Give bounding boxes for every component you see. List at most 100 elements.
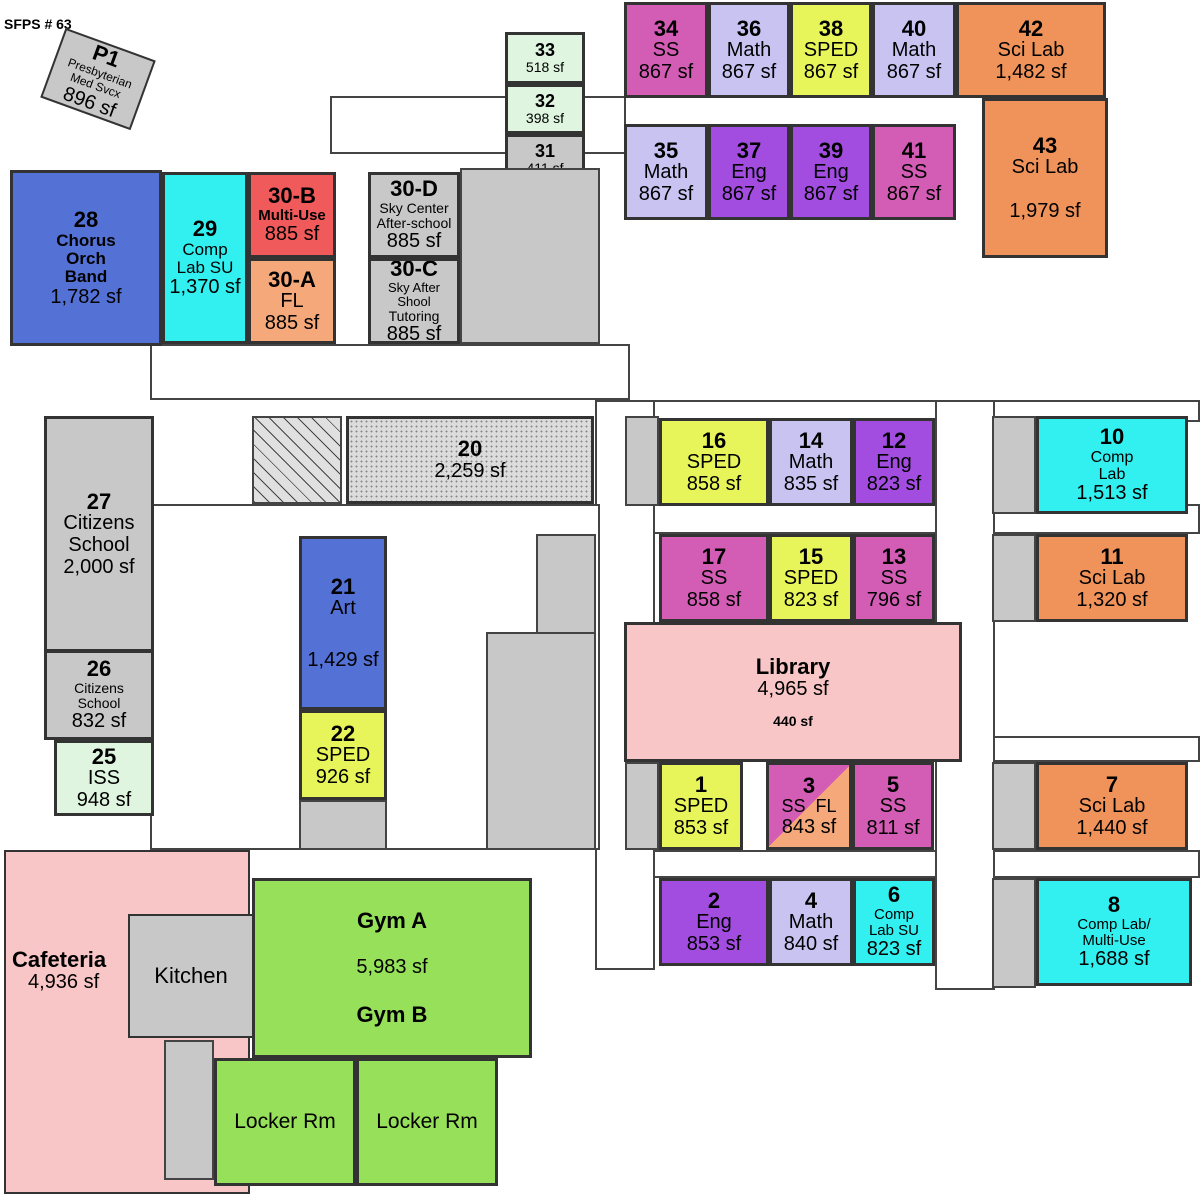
room-20[interactable]: 20 2,259 sf bbox=[346, 416, 594, 504]
hallway-central bbox=[150, 344, 630, 400]
room-43[interactable]: 43 Sci Lab 1,979 sf bbox=[982, 98, 1108, 258]
hallway-east-4 bbox=[600, 850, 1200, 878]
locker-room-1[interactable]: Locker Rm bbox=[214, 1058, 356, 1186]
room-10[interactable]: 10 Comp Lab 1,513 sf bbox=[1036, 416, 1188, 514]
room-use: Orch bbox=[66, 248, 106, 268]
room-area: 885 sf bbox=[264, 311, 320, 334]
room-30b[interactable]: 30-B Multi-Use 885 sf bbox=[248, 172, 336, 258]
library[interactable]: Library 4,965 sf 440 sf bbox=[624, 622, 962, 762]
room-area: 843 sf bbox=[781, 815, 837, 838]
room-4[interactable]: 4 Math 840 sf bbox=[769, 878, 853, 966]
room-34[interactable]: 34 SS 867 sf bbox=[624, 2, 708, 98]
room-number: 11 bbox=[1100, 543, 1124, 569]
room-area: 1,513 sf bbox=[1076, 482, 1148, 505]
room-area: 823 sf bbox=[783, 588, 839, 611]
room-6[interactable]: 6 Comp Lab SU 823 sf bbox=[853, 878, 935, 966]
room-8[interactable]: 8 Comp Lab/ Multi-Use 1,688 sf bbox=[1036, 878, 1192, 986]
room-use: Kitchen bbox=[154, 963, 228, 989]
room-use: Math bbox=[788, 451, 834, 474]
room-use: Eng bbox=[876, 451, 912, 474]
room-number: 26 bbox=[86, 656, 112, 682]
room-area: 867 sf bbox=[638, 182, 694, 205]
room-number: 5 bbox=[886, 771, 900, 797]
room-39[interactable]: 39 Eng 867 sf bbox=[790, 124, 872, 220]
room-area: 858 sf bbox=[686, 588, 742, 611]
service-area bbox=[299, 800, 387, 850]
room-40[interactable]: 40 Math 867 sf bbox=[872, 2, 956, 98]
room-15[interactable]: 15 SPED 823 sf bbox=[769, 534, 853, 622]
room-area: 867 sf bbox=[638, 60, 694, 83]
room-number: 15 bbox=[798, 543, 824, 569]
room-use: Lab SU bbox=[868, 922, 920, 940]
room-42[interactable]: 42 Sci Lab 1,482 sf bbox=[956, 2, 1106, 98]
service-area bbox=[992, 534, 1036, 622]
room-use: SPED bbox=[686, 451, 742, 474]
service-area bbox=[486, 632, 596, 850]
room-number: 28 bbox=[73, 206, 99, 232]
room-use: Math bbox=[788, 911, 834, 934]
room-30c[interactable]: 30-C Sky After Shool Tutoring 885 sf bbox=[368, 258, 460, 344]
room-area: 835 sf bbox=[783, 472, 839, 495]
room-28[interactable]: 28 Chorus Orch Band 1,782 sf bbox=[10, 170, 162, 346]
room-2[interactable]: 2 Eng 853 sf bbox=[659, 878, 769, 966]
room-7[interactable]: 7 Sci Lab 1,440 sf bbox=[1036, 762, 1188, 850]
room-30a[interactable]: 30-A FL 885 sf bbox=[248, 258, 336, 344]
room-27[interactable]: 27 Citizens School 2,000 sf bbox=[44, 416, 154, 652]
room-22[interactable]: 22 SPED 926 sf bbox=[299, 710, 387, 800]
room-25[interactable]: 25 ISS 948 sf bbox=[54, 740, 154, 816]
room-11[interactable]: 11 Sci Lab 1,320 sf bbox=[1036, 534, 1188, 622]
room-p1[interactable]: P1 Presbyterian Med Svcx 896 sf bbox=[40, 27, 156, 131]
room-number: 14 bbox=[798, 427, 824, 453]
room-36[interactable]: 36 Math 867 sf bbox=[708, 2, 790, 98]
room-12[interactable]: 12 Eng 823 sf bbox=[853, 418, 935, 506]
room-3[interactable]: 3 SS FL 843 sf bbox=[766, 762, 852, 850]
room-38[interactable]: 38 SPED 867 sf bbox=[790, 2, 872, 98]
room-use: SS bbox=[652, 39, 680, 62]
room-use: Tutoring bbox=[388, 307, 440, 324]
room-32[interactable]: 32 398 sf bbox=[505, 84, 585, 134]
room-use: FL bbox=[815, 796, 837, 817]
room-13[interactable]: 13 SS 796 sf bbox=[853, 534, 935, 622]
room-number: 36 bbox=[736, 15, 762, 41]
locker-room-2[interactable]: Locker Rm bbox=[356, 1058, 498, 1186]
room-area: 867 sf bbox=[721, 182, 777, 205]
room-21[interactable]: 21 Art 1,429 sf bbox=[299, 536, 387, 710]
room-use: School bbox=[68, 534, 130, 557]
room-1[interactable]: 1 SPED 853 sf bbox=[659, 762, 743, 850]
room-37[interactable]: 37 Eng 867 sf bbox=[708, 124, 790, 220]
room-area: 867 sf bbox=[886, 182, 942, 205]
room-number: 32 bbox=[534, 90, 556, 111]
room-area: 4,965 sf bbox=[757, 677, 829, 700]
room-number: 2 bbox=[707, 887, 721, 913]
room-area: 811 sf bbox=[866, 816, 920, 839]
room-26[interactable]: 26 Citizens School 832 sf bbox=[44, 650, 154, 740]
room-33[interactable]: 33 518 sf bbox=[505, 32, 585, 84]
room-area: 518 sf bbox=[525, 59, 565, 76]
room-use: Chorus bbox=[56, 230, 116, 250]
kitchen[interactable]: Kitchen bbox=[128, 914, 254, 1038]
room-use: Library bbox=[755, 653, 831, 679]
room-30d[interactable]: 30-D Sky Center After-school 885 sf bbox=[368, 172, 460, 258]
room-14[interactable]: 14 Math 835 sf bbox=[769, 418, 853, 506]
room-number: 13 bbox=[881, 543, 907, 569]
room-number: 30-B bbox=[268, 183, 316, 209]
room-17[interactable]: 17 SS 858 sf bbox=[659, 534, 769, 622]
room-5[interactable]: 5 SS 811 sf bbox=[852, 762, 934, 850]
service-area bbox=[992, 416, 1036, 514]
room-use: Comp bbox=[1090, 448, 1134, 466]
room-area: 1,979 sf bbox=[1009, 199, 1081, 222]
gym[interactable]: Gym A 5,983 sf Gym B bbox=[252, 878, 532, 1058]
room-41[interactable]: 41 SS 867 sf bbox=[872, 124, 956, 220]
room-use: Gym B bbox=[356, 1001, 428, 1027]
room-use: Art bbox=[330, 597, 356, 620]
room-number: 6 bbox=[887, 882, 901, 908]
room-number: 8 bbox=[1107, 892, 1121, 918]
room-use: SS bbox=[700, 567, 728, 590]
room-35[interactable]: 35 Math 867 sf bbox=[624, 124, 708, 220]
room-16[interactable]: 16 SPED 858 sf bbox=[659, 418, 769, 506]
room-area: 840 sf bbox=[783, 932, 839, 955]
room-use: Multi-Use bbox=[1082, 932, 1146, 950]
room-use: SPED bbox=[673, 795, 729, 818]
room-29[interactable]: 29 Comp Lab SU 1,370 sf bbox=[162, 172, 248, 344]
